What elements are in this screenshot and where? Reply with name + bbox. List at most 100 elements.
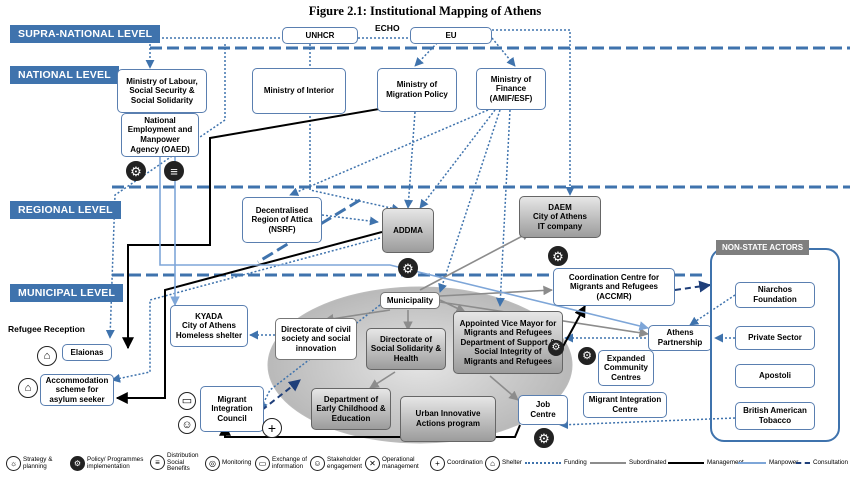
- sub-municipality-daem: [419, 231, 531, 291]
- level-municipal: MUNICIPAL LEVEL: [10, 284, 124, 302]
- ministry-migration-node: Ministry of Migration Policy: [377, 68, 457, 112]
- expanded-centres-node: Expanded Community Centres: [598, 350, 654, 386]
- echo-label: ECHO: [375, 23, 400, 33]
- non-state-actors-header: NON-STATE ACTORS: [716, 240, 810, 255]
- plus-icon: +: [262, 418, 282, 438]
- funding-finance-vicemayor: [495, 109, 511, 307]
- consult-council-municipality: [261, 379, 301, 411]
- ministry-finance-node: Ministry of Finance (AMIF/ESF): [476, 68, 546, 110]
- gear-icon: ⚙: [398, 258, 418, 278]
- legend-funding: Funding: [525, 459, 587, 467]
- elaionas-node: Elaionas: [62, 344, 112, 361]
- sub-municipality-coordination: [439, 285, 553, 297]
- funding-unhcr-elaionas: [105, 44, 226, 339]
- book-icon: ▭: [255, 456, 270, 471]
- funding-eu-finance: [491, 37, 516, 67]
- funding-finance-attica: [289, 109, 489, 196]
- funding-line: [525, 462, 561, 465]
- level-supra-national: SUPRA-NATIONAL LEVEL: [10, 25, 161, 43]
- attica-node: Decentralised Region of Attica (NSRF): [242, 197, 322, 243]
- private-sector-node: Private Sector: [735, 326, 815, 350]
- funding-eu-daem: [492, 29, 575, 196]
- directorate-civil-node: Directorate of civil society and social …: [275, 318, 357, 360]
- integration-council-node: Migrant Integration Council: [200, 386, 264, 432]
- funding-addma-accommodation: [111, 237, 381, 383]
- gear-icon: ⚙: [534, 428, 554, 448]
- funding-finance-municipality: [438, 109, 501, 293]
- people-icon: ☺: [178, 416, 196, 434]
- gear-icon: ⚙: [70, 456, 85, 471]
- vice-mayor-node: Appointed Vice Mayor for Migrants and Re…: [453, 311, 563, 374]
- integration-centre-node: Migrant Integration Centre: [583, 392, 667, 418]
- legend-shelter: ⌂Shelter: [485, 456, 522, 471]
- shelter-icon: ⌂: [37, 346, 57, 366]
- shelter-icon: ⌂: [18, 378, 38, 398]
- book-icon: ▭: [178, 392, 196, 410]
- mgmt-vicemayor-coordination: [559, 304, 586, 353]
- legend-policy: ⚙Policy/ Programmes implementation: [70, 456, 143, 471]
- people-icon: ☺: [310, 456, 325, 471]
- legend-strategy: ☼Strategy & planning: [6, 456, 52, 471]
- benefits-icon: ≡: [164, 161, 184, 181]
- legend-manpower: Manpower: [738, 459, 798, 467]
- ministry-labour-node: Ministry of Labour, Social Security & So…: [117, 69, 207, 113]
- daem-node: DAEM City of Athens IT company: [519, 196, 601, 238]
- sub-solidarity-early: [369, 371, 396, 389]
- level-regional: REGIONAL LEVEL: [10, 201, 121, 219]
- funding-bat-jobcentre: [559, 417, 736, 430]
- benefits-icon: ≡: [150, 455, 165, 471]
- legend-distribution: ≡Distribution Social Benefits: [150, 452, 199, 473]
- mgmt-migration-elaionas: [122, 107, 386, 350]
- manpower-line: [738, 462, 766, 465]
- funding-niarchos-ap: [689, 294, 736, 326]
- gear-icon: ⚙: [548, 246, 568, 266]
- gear-icon: ⚙: [548, 340, 564, 356]
- funding-finance-addma: [419, 109, 496, 209]
- eu-node: EU: [410, 27, 492, 44]
- refugee-reception-label: Refugee Reception: [8, 324, 85, 334]
- legend-coordination: +Coordination: [430, 456, 483, 471]
- urban-innovative-node: Urban Innovative Actions program: [400, 396, 496, 442]
- consult-coordination-ns: [663, 280, 712, 298]
- addma-node: ADDMA: [382, 208, 434, 253]
- legend-monitoring: ◎Monitoring: [205, 456, 251, 471]
- consultation-line: [796, 462, 810, 465]
- athens-partnership-node: Athens Partnership: [648, 325, 712, 351]
- legend: ☼Strategy & planning ⚙Policy/ Programmes…: [0, 452, 850, 485]
- legend-operational: ✕Operational management: [365, 456, 419, 471]
- management-line: [668, 462, 704, 465]
- legend-exchange: ▭Exchange of information: [255, 456, 307, 471]
- manpower-oaed-ap: [159, 157, 649, 331]
- shelter-icon: ⌂: [485, 456, 500, 471]
- legend-stakeholder: ☺Stakeholder engagement: [310, 456, 362, 471]
- niarchos-node: Niarchos Foundation: [735, 282, 815, 308]
- subordinated-line: [590, 462, 626, 465]
- mgmt-addma-accommodation: [115, 231, 383, 404]
- early-childhood-node: Department of Early Childhood & Educatio…: [311, 388, 391, 430]
- accommodation-node: Accommodation scheme for asylum seeker: [40, 374, 114, 406]
- legend-consultation: Consultation: [796, 459, 848, 467]
- oaed-node: National Employment and Manpower Agency …: [121, 113, 199, 157]
- funding-migration-addma: [404, 111, 416, 209]
- bat-node: British American Tobacco: [735, 402, 815, 430]
- job-centre-node: Job Centre: [518, 395, 568, 425]
- monitor-icon: ◎: [205, 456, 220, 471]
- ministry-interior-node: Ministry of Interior: [252, 68, 346, 114]
- kyada-node: KYADA City of Athens Homeless shelter: [170, 305, 248, 347]
- lightbulb-icon: ☼: [6, 456, 21, 471]
- sub-vicemayor-jobcentre: [489, 375, 519, 401]
- plus-icon: +: [430, 456, 445, 471]
- directorate-solidarity-node: Directorate of Social Solidarity & Healt…: [366, 328, 446, 370]
- gear-icon: ⚙: [578, 347, 596, 365]
- apostoli-node: Apostoli: [735, 364, 815, 388]
- gear-icon: ⚙: [126, 161, 146, 181]
- coordination-centre-node: Coordination Centre for Migrants and Ref…: [553, 268, 675, 306]
- unhcr-node: UNHCR: [282, 27, 358, 44]
- figure-title: Figure 2.1: Institutional Mapping of Ath…: [308, 4, 542, 18]
- municipality-node: Municipality: [380, 292, 440, 309]
- funding-attica-addma: [321, 214, 379, 226]
- tools-icon: ✕: [365, 456, 380, 471]
- legend-management: Management: [668, 459, 744, 467]
- level-national: NATIONAL LEVEL: [10, 66, 119, 84]
